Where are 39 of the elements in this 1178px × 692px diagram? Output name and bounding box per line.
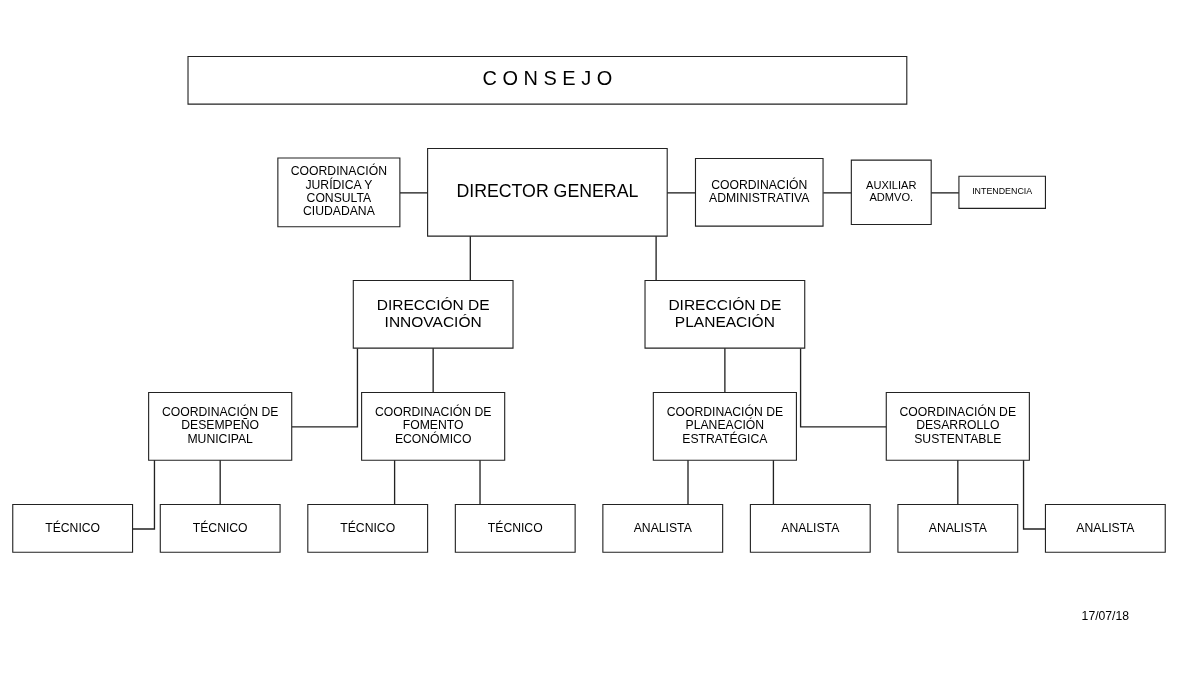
connector bbox=[393, 459, 396, 505]
connector bbox=[291, 347, 359, 428]
node-box: ANALISTA bbox=[897, 503, 1019, 553]
node-box: COORDINACIÓN JURÍDICA Y CONSULTA CIUDADANA bbox=[277, 156, 401, 227]
connector bbox=[1022, 459, 1046, 530]
connector bbox=[219, 459, 221, 505]
node-box: INTENDENCIA bbox=[958, 175, 1046, 209]
node-box: COORDINACIÓN DE FOMENTO ECONÓMICO bbox=[361, 391, 506, 461]
connector bbox=[132, 459, 156, 530]
node-box: ANALISTA bbox=[602, 503, 724, 553]
node-box: COORDINACIÓN DE DESARROLLO SUSTENTABLE bbox=[885, 391, 1030, 461]
node-box: COORDINACIÓN ADMINISTRATIVA bbox=[694, 157, 824, 227]
connector bbox=[479, 459, 481, 505]
connector bbox=[666, 191, 696, 194]
connector bbox=[469, 235, 471, 281]
connector bbox=[799, 347, 887, 428]
connector bbox=[822, 191, 852, 194]
connector bbox=[724, 347, 726, 393]
connector bbox=[930, 191, 960, 194]
node-box: COORDINACIÓN DE PLANEACIÓN ESTRATÉGICA bbox=[652, 391, 797, 461]
connector bbox=[655, 235, 657, 281]
node-box: C O N S E J O bbox=[187, 55, 908, 105]
node-box: ANALISTA bbox=[1044, 503, 1166, 553]
node-box: DIRECCIÓN DE INNOVACIÓN bbox=[352, 279, 514, 349]
connector bbox=[957, 459, 959, 505]
connector bbox=[687, 459, 689, 505]
node-box: COORDINACIÓN DE DESEMPEÑO MUNICIPAL bbox=[148, 391, 293, 461]
node-box: AUXILIAR ADMVO. bbox=[850, 159, 932, 225]
node-box: DIRECTOR GENERAL bbox=[427, 147, 668, 237]
node-box: ANALISTA bbox=[749, 503, 871, 553]
node-box: TÉCNICO bbox=[159, 503, 281, 553]
connector bbox=[432, 347, 434, 393]
label: 17/07/18 bbox=[1081, 608, 1130, 623]
node-box: DIRECCIÓN DE PLANEACIÓN bbox=[644, 279, 806, 349]
connector bbox=[399, 191, 429, 194]
connector bbox=[772, 459, 775, 505]
node-box: TÉCNICO bbox=[454, 503, 576, 553]
node-box: TÉCNICO bbox=[307, 503, 429, 553]
node-box: TÉCNICO bbox=[12, 503, 134, 553]
